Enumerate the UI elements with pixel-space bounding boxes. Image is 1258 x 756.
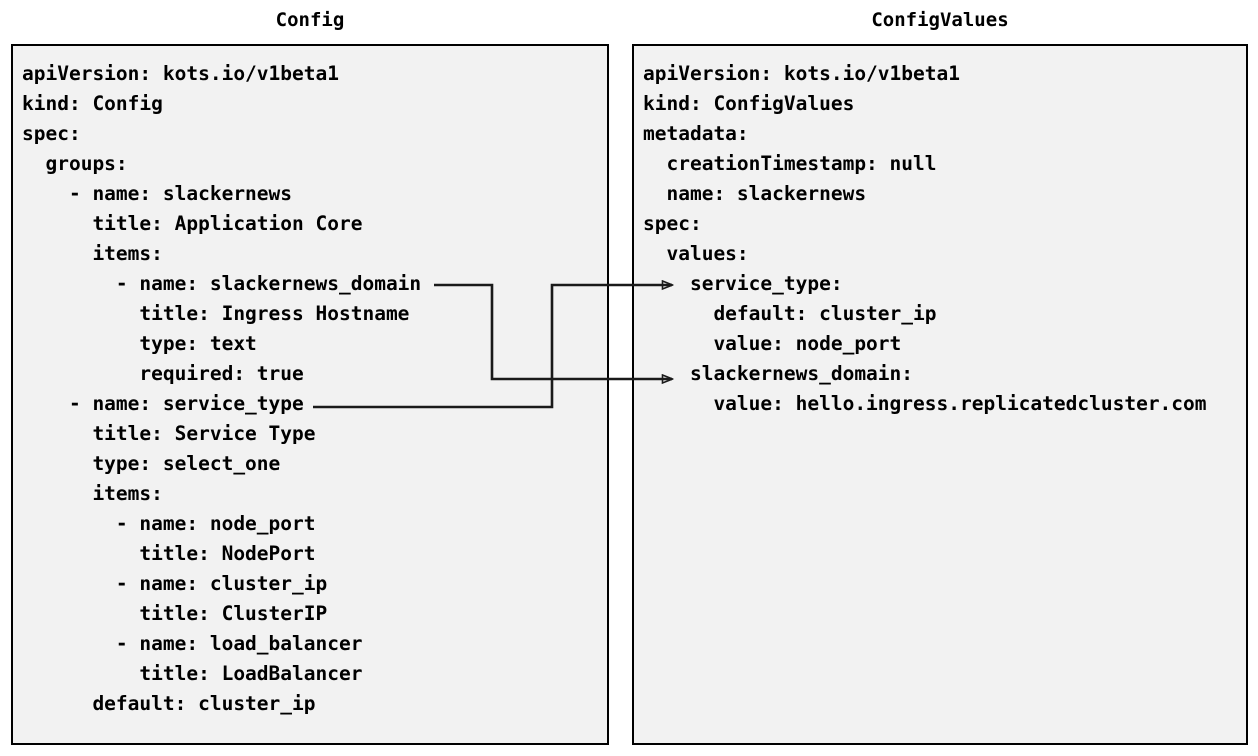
config-yaml-line: - name: load_balancer [22, 632, 363, 655]
configvalues-yaml-line: value: node_port [643, 332, 902, 355]
configvalues-yaml-line: apiVersion: kots.io/v1beta1 [643, 62, 960, 85]
configvalues-yaml-line: values: [643, 242, 749, 265]
configvalues-yaml-line: creationTimestamp: null [643, 152, 937, 175]
configvalues-yaml-line: slackernews_domain: [643, 362, 914, 385]
configvalues-yaml-line: value: hello.ingress.replicatedcluster.c… [643, 392, 1207, 415]
config-yaml-line: - name: cluster_ip [22, 572, 328, 595]
config-yaml-line: - name: slackernews [22, 182, 293, 205]
configvalues-yaml-line: spec: [643, 212, 702, 235]
configvalues-panel-title: ConfigValues [871, 9, 1009, 31]
config-yaml-line: - name: service_type [22, 392, 304, 415]
configvalues-yaml-panel: apiVersion: kots.io/v1beta1 kind: ConfigV… [632, 44, 1248, 745]
config-yaml-line: groups: [22, 152, 128, 175]
configvalues-yaml-code: apiVersion: kots.io/v1beta1 kind: ConfigV… [634, 46, 1246, 419]
config-yaml-line: - name: node_port [22, 512, 316, 535]
config-yaml-line: apiVersion: kots.io/v1beta1 [22, 62, 339, 85]
config-yaml-line: kind: Config [22, 92, 163, 115]
config-yaml-line: default: cluster_ip [22, 692, 316, 715]
config-yaml-panel: apiVersion: kots.io/v1beta1 kind: Config s… [11, 44, 609, 745]
config-yaml-line: - name: slackernews_domain [22, 272, 422, 295]
config-yaml-code: apiVersion: kots.io/v1beta1 kind: Config s… [13, 46, 607, 719]
configvalues-yaml-line: default: cluster_ip [643, 302, 937, 325]
config-yaml-line: items: [22, 482, 163, 505]
config-yaml-line: required: true [22, 362, 304, 385]
config-yaml-line: type: select_one [22, 452, 281, 475]
configvalues-yaml-line: name: slackernews [643, 182, 867, 205]
config-yaml-line: title: ClusterIP [22, 602, 328, 625]
config-yaml-line: items: [22, 242, 163, 265]
config-yaml-line: title: Application Core [22, 212, 363, 235]
config-yaml-line: title: Service Type [22, 422, 316, 445]
config-yaml-line: title: Ingress Hostname [22, 302, 410, 325]
configvalues-yaml-line: service_type: [643, 272, 843, 295]
configvalues-yaml-line: kind: ConfigValues [643, 92, 855, 115]
config-yaml-line: title: NodePort [22, 542, 316, 565]
config-panel-title: Config [275, 9, 345, 31]
config-yaml-line: title: LoadBalancer [22, 662, 363, 685]
config-yaml-line: type: text [22, 332, 257, 355]
configvalues-yaml-line: metadata: [643, 122, 749, 145]
config-yaml-line: spec: [22, 122, 81, 145]
